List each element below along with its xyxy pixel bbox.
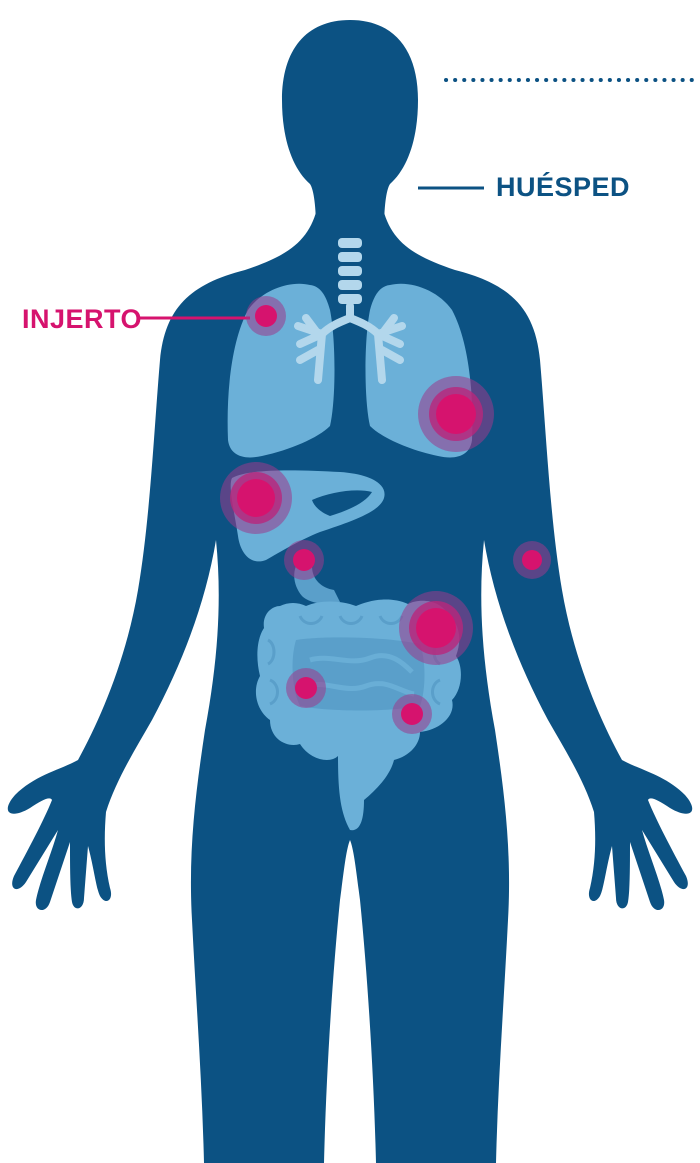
graft-label: INJERTO <box>22 306 142 333</box>
graft-cell-spot-icon <box>286 668 326 708</box>
graft-cell-spot-icon <box>399 591 473 665</box>
graft-cell-spot-icon <box>220 462 292 534</box>
host-label: HUÉSPED <box>496 174 630 201</box>
graft-cell-spot-icon <box>513 541 551 579</box>
graft-cell-spot-icon <box>418 376 494 452</box>
graft-cell-spot-icon <box>246 296 286 336</box>
graft-cell-spot-icon <box>392 694 432 734</box>
graft-cell-spot-icon <box>284 540 324 580</box>
